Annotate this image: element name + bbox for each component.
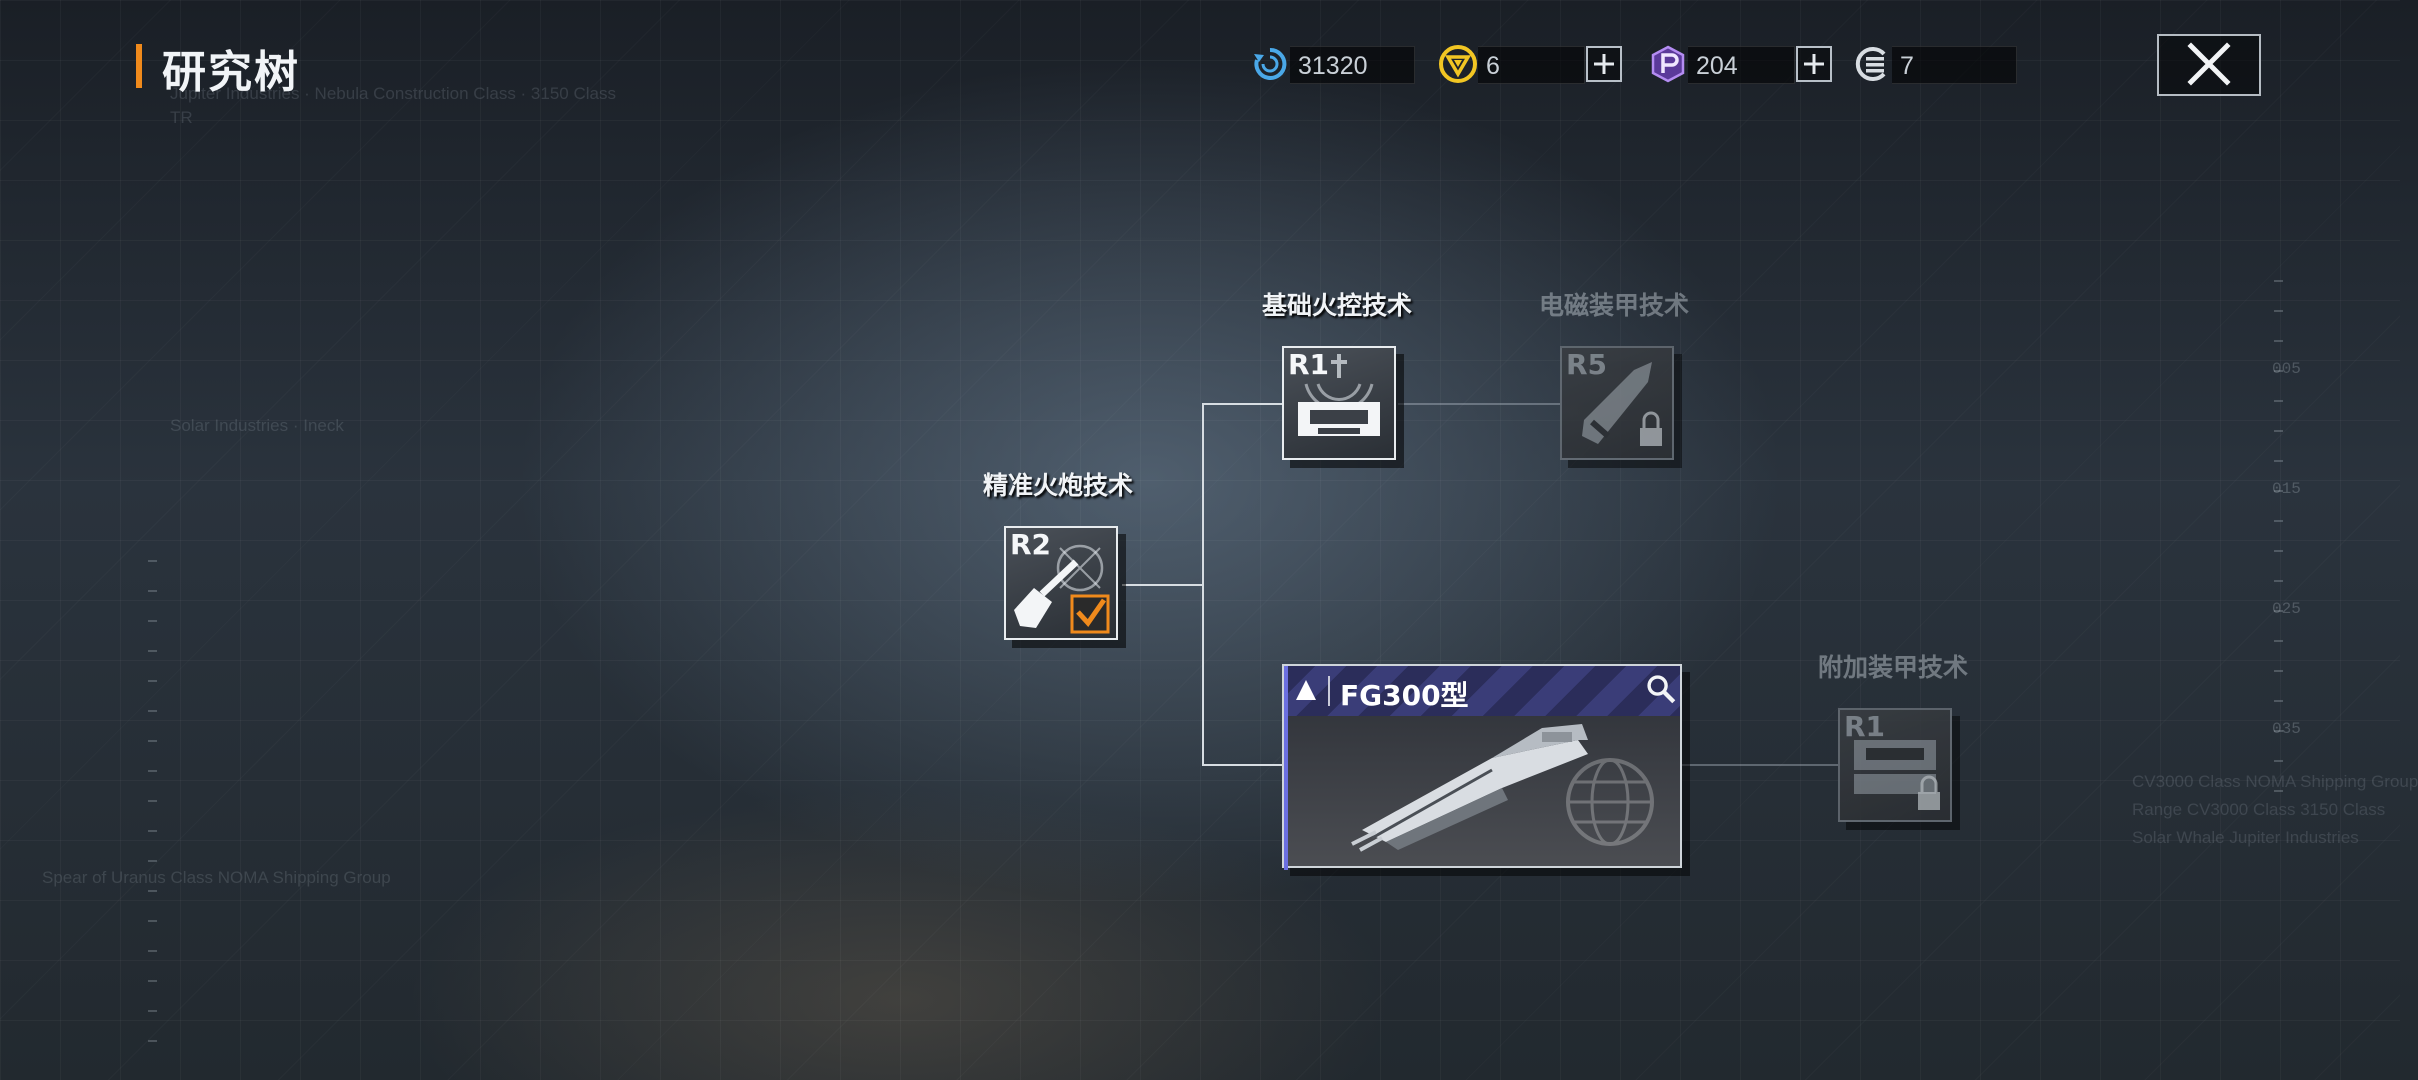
ruler-label: 015 xyxy=(2272,480,2301,498)
ruler-tick xyxy=(148,740,157,742)
close-icon xyxy=(2187,42,2231,86)
fire-control-icon xyxy=(1298,354,1380,436)
ruler-tick xyxy=(2274,520,2283,522)
ruler-tick xyxy=(2274,760,2283,762)
yellow-emblem-icon xyxy=(1439,45,1477,83)
bg-text: TR xyxy=(170,108,193,127)
bg-text: Solar Whale Jupiter Industries xyxy=(2132,828,2359,847)
node-rank: R2 xyxy=(1010,528,1052,561)
tree-connector-locked xyxy=(1682,764,1838,766)
add-premium-button[interactable] xyxy=(1796,46,1832,82)
ruler-label: 025 xyxy=(2272,600,2301,618)
bg-text: Spear of Uranus Class NOMA Shipping Grou… xyxy=(42,868,391,887)
ruler-tick xyxy=(148,860,157,862)
armor-plate-icon xyxy=(1854,740,1940,810)
ruler-tick xyxy=(148,1040,157,1042)
ruler-tick xyxy=(2274,460,2283,462)
gray-disc-icon xyxy=(1855,47,1886,81)
add-emblem-button[interactable] xyxy=(1586,46,1622,82)
ruler-tick xyxy=(148,980,157,982)
ruler-tick xyxy=(2274,610,2283,612)
ruler-label: 035 xyxy=(2272,720,2301,738)
ruler-tick xyxy=(2274,550,2283,552)
ruler-tick xyxy=(2274,400,2283,402)
ship-card-accent xyxy=(1284,666,1288,870)
tech-node-precision-cannon[interactable]: R2 xyxy=(1004,526,1118,640)
ruler-tick xyxy=(148,710,157,712)
tech-node-em-armor[interactable]: R5 xyxy=(1560,346,1674,460)
node-label-extra-armor: 附加装甲技术 xyxy=(1818,653,1969,682)
cannon-target-icon xyxy=(1014,544,1110,634)
ruler-tick xyxy=(148,620,157,622)
ruler-tick xyxy=(148,770,157,772)
tech-node-basic-fire-control[interactable]: R1 xyxy=(1282,346,1396,460)
tree-connector-locked xyxy=(1398,403,1560,405)
missile-icon xyxy=(1582,362,1662,446)
ruler-tick xyxy=(148,680,157,682)
ship-card-fg300[interactable]: FG300型 xyxy=(1282,664,1682,870)
tree-connector xyxy=(1202,403,1204,766)
bg-text: Solar Industries · Ineck xyxy=(170,416,344,435)
divider xyxy=(1328,676,1330,706)
currency-value: 7 xyxy=(1900,52,1914,80)
bg-text: Range CV3000 Class 3150 Class xyxy=(2132,800,2386,819)
ruler-tick xyxy=(2274,340,2283,342)
tech-node-extra-armor[interactable]: R1 xyxy=(1838,708,1952,822)
tree-connector xyxy=(1202,764,1282,766)
close-button[interactable] xyxy=(2157,34,2261,96)
node-label-precision-cannon: 精准火炮技术 xyxy=(983,471,1134,500)
globe-icon xyxy=(1566,758,1654,846)
ruler-tick xyxy=(148,1010,157,1012)
node-label-basic-fire-control: 基础火控技术 xyxy=(1262,291,1413,320)
ruler-tick xyxy=(148,650,157,652)
ruler-tick xyxy=(148,920,157,922)
tree-connector xyxy=(1122,584,1204,586)
tree-connector xyxy=(1202,403,1282,405)
ship-class-triangle-icon xyxy=(1296,680,1316,700)
ship-name: FG300型 xyxy=(1340,679,1469,712)
ruler-tick xyxy=(2274,430,2283,432)
ruler-tick xyxy=(148,800,157,802)
node-rank: R1 xyxy=(1288,348,1330,381)
ruler-tick xyxy=(2274,580,2283,582)
currency-value: 31320 xyxy=(1298,52,1368,80)
ruler-tick xyxy=(2274,640,2283,642)
ruler-tick xyxy=(2274,280,2283,282)
ruler-tick xyxy=(148,950,157,952)
node-label-em-armor: 电磁装甲技术 xyxy=(1539,291,1690,320)
node-rank: R5 xyxy=(1566,348,1608,381)
ruler-tick xyxy=(148,590,157,592)
ship-model-image xyxy=(1351,724,1588,852)
currency-value: 6 xyxy=(1486,52,1500,80)
title-accent-bar xyxy=(136,44,142,88)
ruler-tick xyxy=(148,890,157,892)
ruler-label: 005 xyxy=(2272,360,2301,378)
ruler-tick xyxy=(148,830,157,832)
ruler-tick xyxy=(2274,700,2283,702)
refresh-cycle-icon xyxy=(1254,47,1287,80)
node-rank: R1 xyxy=(1844,710,1886,743)
ruler-tick xyxy=(2274,490,2283,492)
ruler-tick xyxy=(2274,370,2283,372)
search-icon[interactable] xyxy=(1644,672,1678,706)
ruler-tick xyxy=(148,560,157,562)
bg-text: CV3000 Class NOMA Shipping Group xyxy=(2132,772,2418,791)
ship-card-header: FG300型 xyxy=(1284,666,1680,716)
currency-value: 204 xyxy=(1696,52,1738,80)
page-title: 研究树 xyxy=(162,47,300,98)
ruler-tick xyxy=(2274,670,2283,672)
ruler-tick xyxy=(2274,310,2283,312)
ruler-tick xyxy=(2274,730,2283,732)
purple-p-icon xyxy=(1651,45,1685,83)
bg-text: Jupiter Industries · Nebula Construction… xyxy=(170,84,616,103)
ruler-tick xyxy=(2274,790,2283,792)
